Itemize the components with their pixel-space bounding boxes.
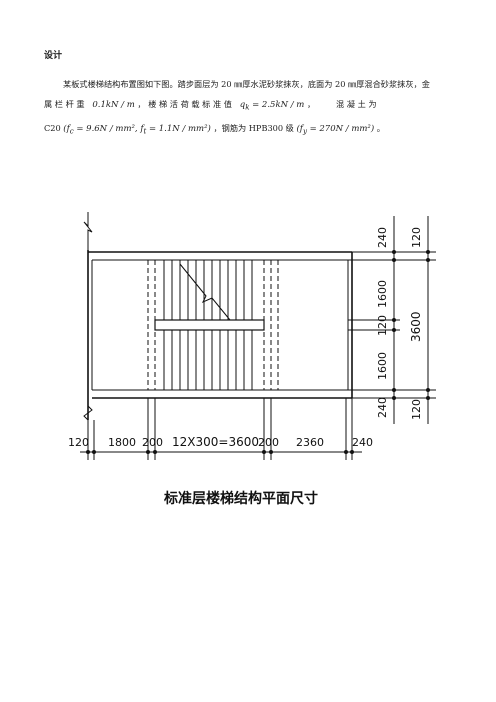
dim-right-inner-1: 240 bbox=[376, 227, 389, 248]
upper-flight-treads bbox=[163, 260, 253, 320]
dim-right-outer-3: 120 bbox=[410, 399, 423, 420]
live-load-value: = 2.5kN / m bbox=[252, 100, 305, 110]
flight-cut-line bbox=[179, 263, 231, 321]
paragraph-line-3: C20 (fc = 9.6N / mm², ft = 1.1N / mm²) ，… bbox=[44, 122, 456, 138]
fy-value: = 270N / mm²) bbox=[309, 124, 375, 134]
paragraph-line-1: 某板式楼梯结构布置图如下图。踏步面层为 20 ㎜厚水泥砂浆抹灰，底面为 20 ㎜… bbox=[63, 79, 430, 89]
right-outer-dimension-ticks bbox=[426, 250, 430, 400]
dim-right-outer-1: 120 bbox=[410, 227, 423, 248]
railing-load: 0.1kN / m bbox=[92, 100, 135, 110]
lower-flight-treads bbox=[163, 330, 253, 390]
dim-bottom-4: 12X300=3600 bbox=[172, 435, 259, 449]
dim-right-inner-2: 1600 bbox=[376, 280, 389, 308]
bottom-dimension-line bbox=[80, 398, 362, 460]
paragraph-line-2: 属 栏 杆 重 0.1kN / m ， 楼 梯 活 荷 载 标 准 值 qk =… bbox=[44, 98, 456, 114]
period: 。 bbox=[376, 123, 385, 133]
comma: ， bbox=[306, 99, 316, 109]
dim-right-outer-2: 3600 bbox=[409, 311, 423, 342]
dim-bottom-3: 200 bbox=[142, 436, 163, 449]
railing-label: 属 栏 杆 重 bbox=[44, 99, 85, 109]
dim-bottom-2: 1800 bbox=[108, 436, 136, 449]
break-line-top bbox=[83, 212, 93, 250]
drawing-caption: 标准层楼梯结构平面尺寸 bbox=[164, 491, 318, 507]
fc-value: = 9.6N / mm², ft bbox=[76, 124, 147, 136]
concrete-label: 混 凝 土 为 bbox=[336, 99, 377, 109]
dim-right-inner-3: 120 bbox=[376, 315, 389, 336]
right-inner-dimension-ticks bbox=[392, 250, 396, 400]
live-load-label: ， 楼 梯 活 荷 载 标 准 值 bbox=[137, 99, 232, 109]
dim-right-inner-5: 240 bbox=[376, 397, 389, 418]
fc-symbol: (fc bbox=[63, 124, 74, 136]
live-load-symbol: qk bbox=[239, 100, 250, 112]
dim-bottom-7: 240 bbox=[352, 436, 373, 449]
dim-bottom-5: 200 bbox=[258, 436, 279, 449]
concrete-grade: C20 bbox=[44, 123, 61, 133]
dim-bottom-6: 2360 bbox=[296, 436, 324, 449]
ft-value: = 1.1N / mm²) bbox=[148, 124, 211, 134]
bottom-dimension-ticks bbox=[86, 450, 354, 454]
fy-symbol: (fy bbox=[296, 124, 307, 136]
dim-right-inner-4: 1600 bbox=[376, 352, 389, 380]
central-handrail bbox=[154, 319, 265, 331]
rebar-label: ，钢筋为 HPB300 级 bbox=[213, 123, 294, 133]
dim-bottom-1: 120 bbox=[68, 436, 89, 449]
section-heading: 设计 bbox=[44, 51, 63, 61]
